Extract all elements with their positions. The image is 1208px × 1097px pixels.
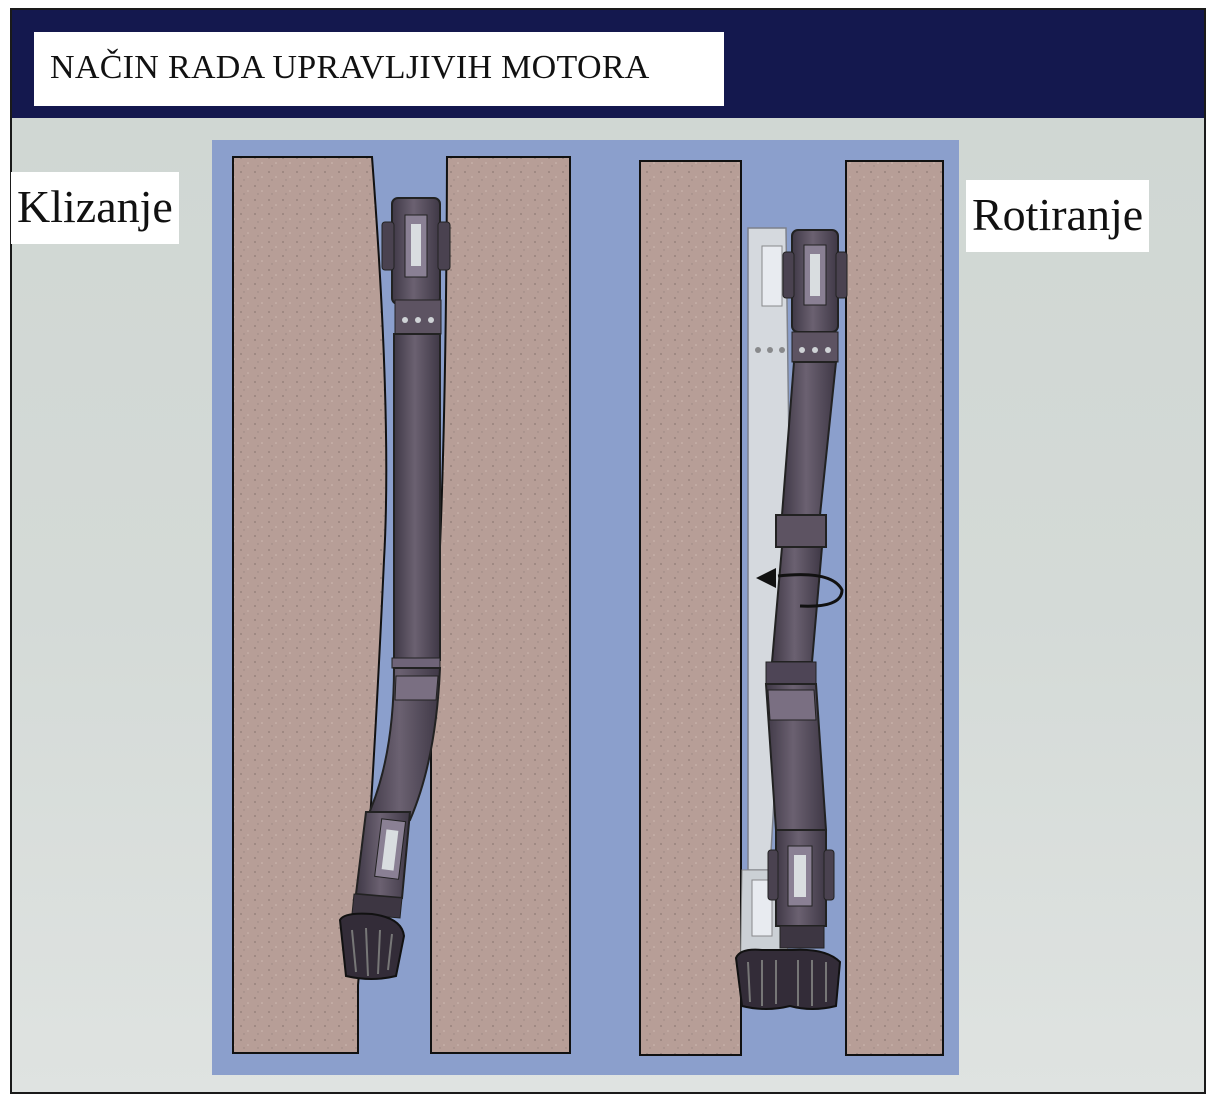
formation-wall-right-b — [846, 161, 943, 1055]
label-sliding: Klizanje — [11, 172, 179, 244]
label-rotating: Rotiranje — [966, 180, 1149, 252]
formation-wall-right-a — [640, 161, 741, 1055]
formation-wall-left-b — [431, 157, 570, 1053]
